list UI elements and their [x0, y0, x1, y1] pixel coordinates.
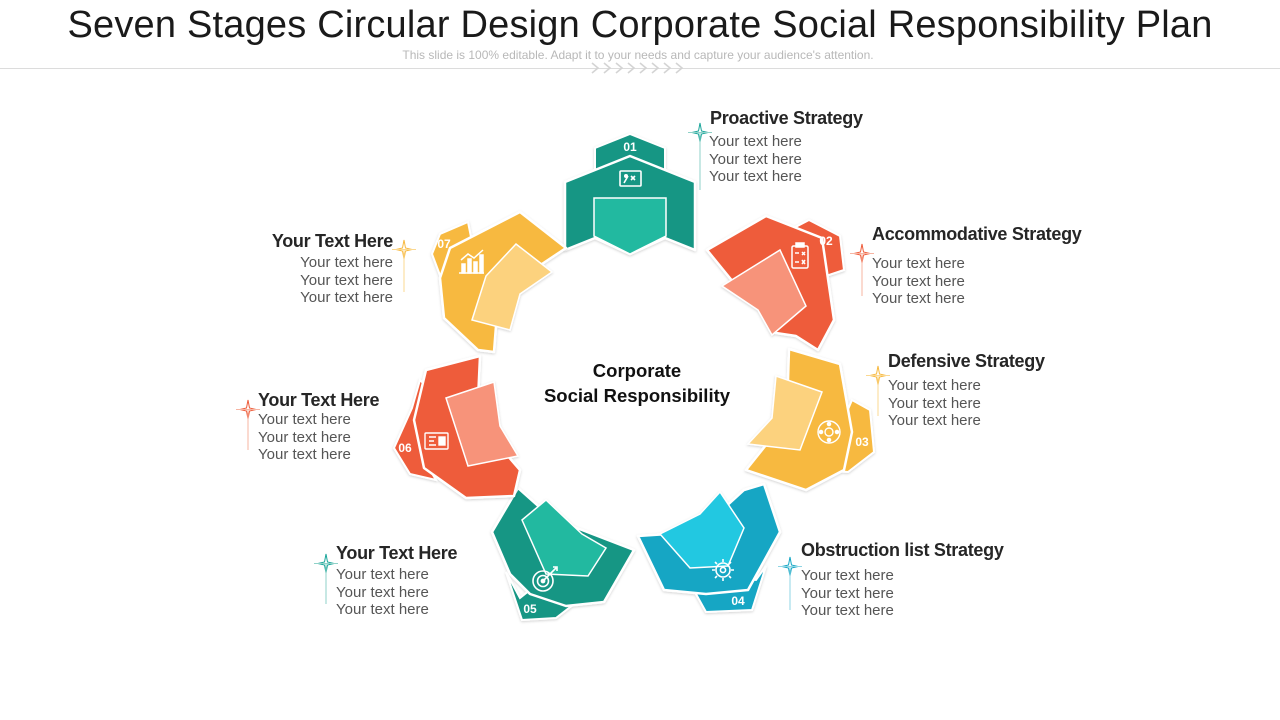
- stage-04-number: 04: [731, 594, 745, 608]
- stage-05-segment[interactable]: [490, 486, 636, 622]
- stage-01-label: Proactive Strategy Your text here Your t…: [709, 108, 863, 186]
- stage-02-line-3: Your text here: [872, 290, 965, 307]
- stage-04-line-2: Your text here: [801, 584, 894, 602]
- stage-01-line-2: Your text here: [709, 150, 802, 168]
- stage-07-title: Your Text Here: [271, 231, 393, 251]
- stage-01-segment[interactable]: [563, 132, 697, 256]
- stage-02-line-2: Your text here: [872, 272, 965, 290]
- stage-04-title: Obstruction list Strategy: [801, 540, 1004, 560]
- stage-06-label: Your Text Here Your text here Your text …: [258, 390, 379, 464]
- stage-06-title: Your Text Here: [258, 390, 380, 410]
- title-divider: [0, 68, 1280, 69]
- stage-06-line-1: Your text here: [258, 411, 351, 428]
- stage-05-line-3: Your text here: [336, 601, 429, 618]
- stage-01-number: 01: [623, 140, 637, 154]
- stage-06-line-2: Your text here: [258, 428, 351, 446]
- stage-01-title: Proactive Strategy: [710, 108, 863, 128]
- stage-05-number: 05: [523, 602, 537, 616]
- stage-01-line-1: Your text here: [709, 133, 802, 150]
- dashboard-icon: [424, 432, 449, 450]
- stage-06-number: 06: [398, 441, 412, 455]
- connector-stage-04: [778, 556, 802, 610]
- stage-05-title: Your Text Here: [336, 543, 458, 563]
- stage-07-line-3: Your text here: [300, 289, 393, 306]
- stage-03-title: Defensive Strategy: [888, 351, 1045, 371]
- stage-01-line-3: Your text here: [709, 168, 802, 185]
- stage-02-label: Accommodative Strategy Your text here Yo…: [872, 224, 1082, 308]
- chevron-divider-icon: [591, 62, 684, 74]
- center-label: Corporate Social Responsibility: [517, 358, 757, 408]
- stage-05-label: Your Text Here Your text here Your text …: [336, 543, 457, 619]
- stage-03-line-1: Your text here: [888, 377, 981, 394]
- stage-03-line-2: Your text here: [888, 394, 981, 412]
- connector-stage-03: [866, 365, 890, 416]
- stage-03-number: 03: [855, 435, 869, 449]
- stage-06-segment[interactable]: [392, 354, 522, 500]
- stage-03-segment[interactable]: [744, 347, 876, 492]
- stage-07-line-2: Your text here: [300, 271, 393, 289]
- stage-02-segment[interactable]: [705, 214, 846, 352]
- connector-stage-01: [688, 122, 712, 190]
- stage-07-number: 07: [437, 237, 451, 251]
- stage-02-title: Accommodative Strategy: [872, 224, 1082, 244]
- presentation-board-icon: [619, 170, 642, 187]
- center-label-line-2: Social Responsibility: [543, 385, 731, 406]
- stage-03-line-3: Your text here: [888, 412, 981, 429]
- stage-04-label: Obstruction list Strategy Your text here…: [801, 540, 1004, 620]
- stage-05-line-1: Your text here: [336, 566, 429, 583]
- stage-07-label: Your Text Here Your text here Your text …: [200, 231, 393, 307]
- stage-02-line-1: Your text here: [872, 255, 965, 272]
- stage-04-segment[interactable]: [636, 482, 782, 614]
- stage-05-line-2: Your text here: [336, 583, 429, 601]
- stage-04-line-1: Your text here: [801, 567, 894, 584]
- connector-stage-06: [236, 399, 260, 450]
- clipboard-icon: [791, 242, 809, 269]
- target-icon: [532, 566, 558, 592]
- gear-icon: [712, 559, 734, 581]
- slide-title: Seven Stages Circular Design Corporate S…: [67, 4, 1213, 46]
- center-label-line-1: Corporate: [592, 360, 682, 381]
- stage-06-line-3: Your text here: [258, 446, 351, 463]
- stage-07-segment[interactable]: [430, 210, 568, 354]
- stage-02-number: 02: [819, 234, 833, 248]
- bar-chart-icon: [459, 249, 484, 274]
- team-circle-icon: [817, 420, 841, 444]
- stage-04-line-3: Your text here: [801, 602, 894, 619]
- stage-07-line-1: Your text here: [300, 254, 393, 271]
- slide-subtitle: This slide is 100% editable. Adapt it to…: [402, 48, 874, 62]
- stage-03-label: Defensive Strategy Your text here Your t…: [888, 351, 1045, 430]
- connector-stage-05: [314, 553, 338, 604]
- connector-stage-07: [392, 239, 416, 292]
- connector-stage-02: [850, 243, 874, 296]
